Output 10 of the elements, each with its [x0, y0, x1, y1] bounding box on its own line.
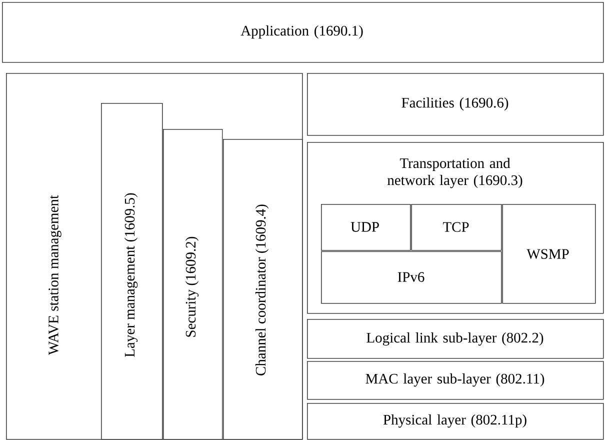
protocol-box: TCP [411, 204, 502, 251]
layer-box: Logical link sub-layer (802.2) [307, 319, 604, 359]
layer-box: MAC layer sub-layer (802.11) [307, 361, 604, 400]
layer-box: Physical layer (802.11p) [307, 403, 604, 440]
layer-box: Facilities (1690.6) [307, 73, 604, 136]
layer-box: Channel coordinator (1609.4) [223, 139, 303, 440]
layer-box: Security (1609.2) [163, 129, 223, 440]
layer-box: Application (1690.1) [2, 2, 604, 63]
layer-box: Layer management (1609.5) [101, 103, 163, 440]
protocol-box: UDP [321, 204, 411, 251]
